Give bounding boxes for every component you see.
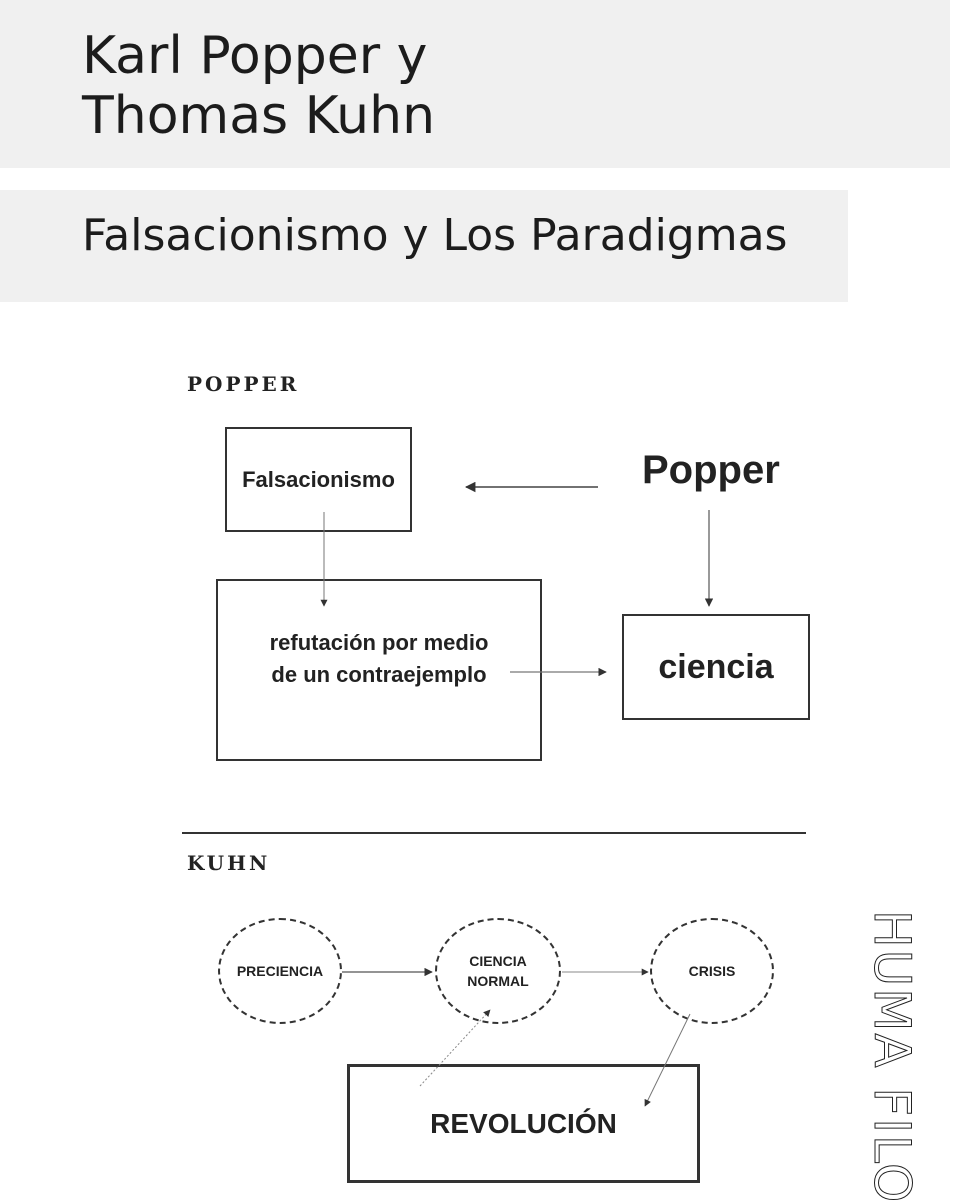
preciencia-node: PRECIENCIA [218,918,342,1024]
crisis-node: CRISIS [650,918,774,1024]
ciencia-normal-line-2: NORMAL [467,973,529,989]
page-title-line-1: Karl Popper y [82,26,428,86]
kuhn-section-label: KUHN [187,851,271,875]
page-subtitle: Falsacionismo y Los Paradigmas [82,210,788,261]
section-divider [182,832,806,834]
ciencia-normal-node: CIENCIA NORMAL [435,918,561,1024]
revolucion-node: REVOLUCIÓN [347,1064,700,1183]
refutacion-node: refutación por medio de un contraejemplo [216,579,542,761]
side-vertical-text: HUMA FILO [863,909,922,1204]
subtitle-banner [0,190,848,302]
popper-section-label: POPPER [187,372,300,396]
arrow-crisis-to-revolucion [644,1013,691,1107]
ciencia-node: ciencia [622,614,810,720]
page-title-line-2: Thomas Kuhn [82,86,436,146]
title-banner [0,0,950,168]
refutacion-line-2: de un contraejemplo [271,662,487,687]
falsacionismo-node: Falsacionismo [225,427,412,532]
popper-node: Popper [642,448,780,492]
refutacion-line-1: refutación por medio [269,630,489,655]
ciencia-normal-line-1: CIENCIA [469,953,527,969]
arrow-revolucion-to-ciencia-normal [419,1009,491,1087]
